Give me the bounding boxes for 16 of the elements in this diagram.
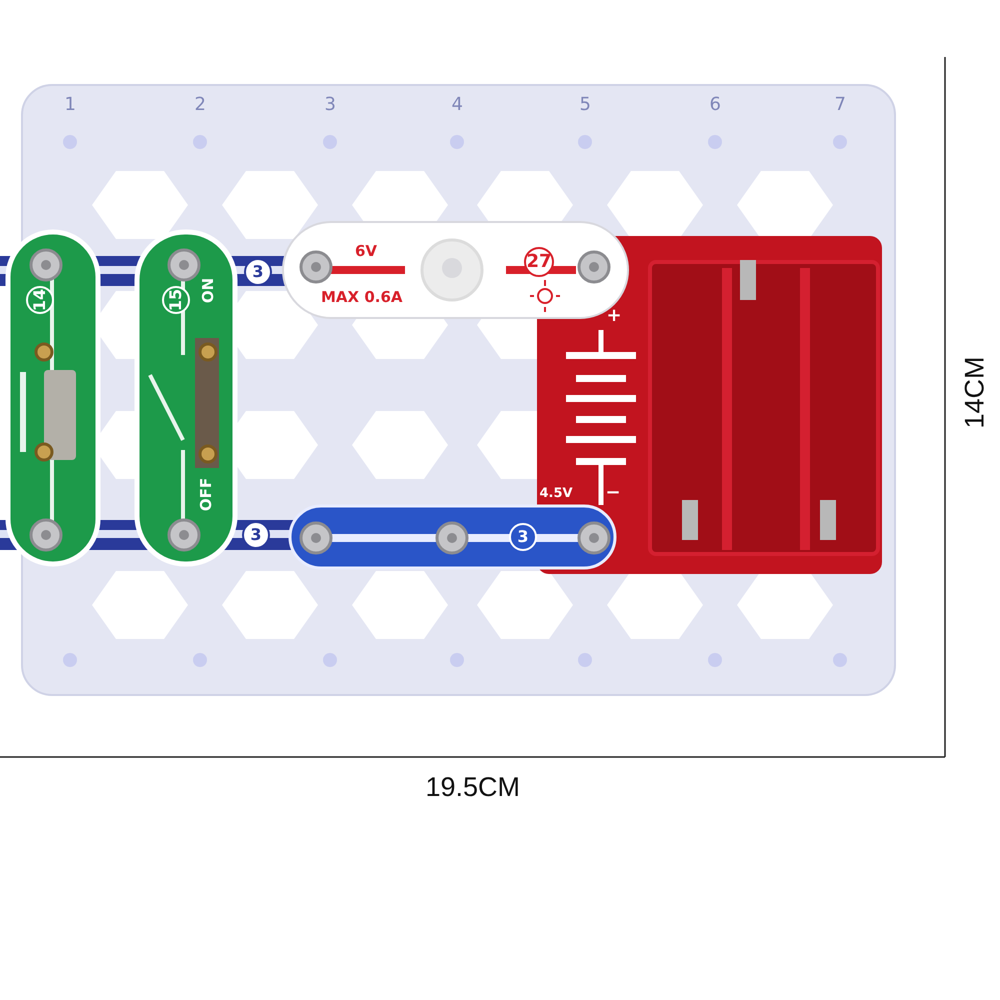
switch-label: OFF [198, 477, 214, 511]
grid-number: 7 [834, 96, 846, 114]
rating-label: 4.5V [540, 486, 573, 500]
grid-number: 2 [194, 96, 206, 114]
dimension-label: 19.5CM [426, 774, 520, 800]
polarity-sign: − [606, 484, 621, 502]
polarity-sign: + [606, 307, 622, 325]
switch-label: ON [200, 277, 216, 303]
dimension-label: 14CM [962, 356, 989, 428]
grid-number: 4 [452, 96, 463, 114]
grid-number: 6 [710, 96, 721, 114]
rating-label: MAX 0.6A [321, 290, 403, 304]
grid-number: 3 [324, 96, 336, 114]
rating-label: 6V [355, 244, 378, 258]
grid-number: 5 [580, 96, 591, 114]
grid-number: 1 [64, 96, 76, 114]
